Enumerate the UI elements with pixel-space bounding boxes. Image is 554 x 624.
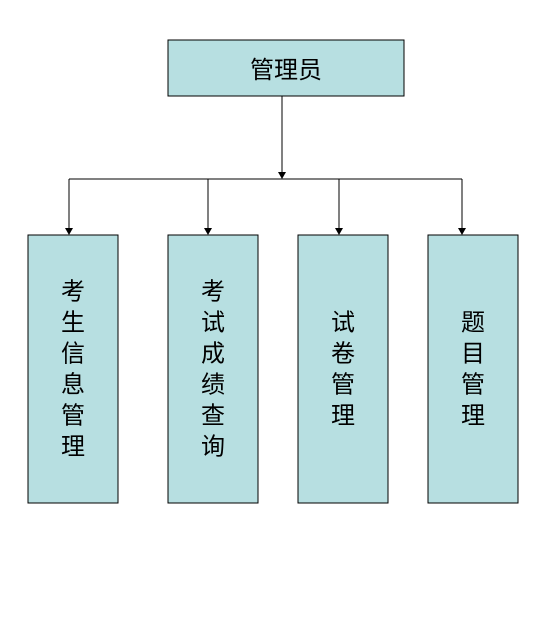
child-label-1: 考生信息管理 <box>61 278 85 461</box>
child-node-2: 考试成绩查询 <box>167 234 259 504</box>
root-label: 管理员 <box>250 56 322 84</box>
connectors <box>65 96 466 235</box>
child-box-2 <box>167 234 259 504</box>
child-node-3: 试卷管理 <box>297 234 389 504</box>
branch-arrowhead-4 <box>458 228 466 235</box>
child-label-2: 考试成绩查询 <box>201 278 225 461</box>
child-box-3 <box>297 234 389 504</box>
branch-arrowhead-1 <box>65 228 73 235</box>
child-node-1: 考生信息管理 <box>27 234 119 504</box>
root-node: 管理员 <box>167 39 405 97</box>
child-label-4: 题目管理 <box>461 309 485 430</box>
child-label-3: 试卷管理 <box>331 309 355 430</box>
root-stem-arrowhead <box>278 172 286 179</box>
branch-arrowhead-2 <box>204 228 212 235</box>
branch-arrowhead-3 <box>335 228 343 235</box>
child-box-4 <box>427 234 519 504</box>
child-box-1 <box>27 234 119 504</box>
child-node-4: 题目管理 <box>427 234 519 504</box>
root-box <box>167 39 405 97</box>
